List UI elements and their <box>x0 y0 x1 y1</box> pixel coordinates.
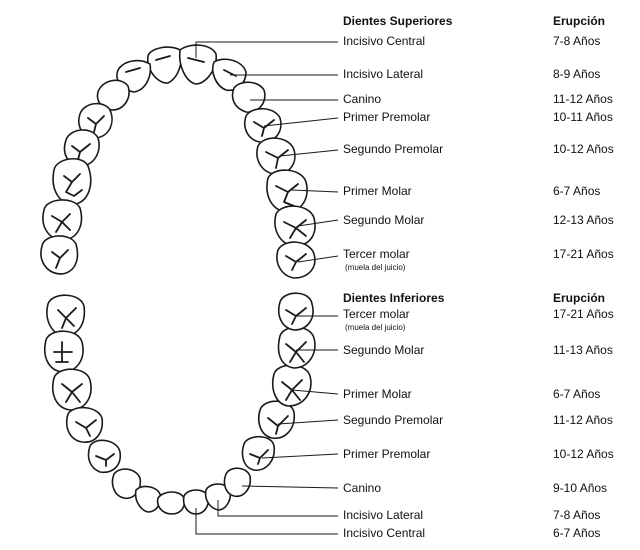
lower-label-third-molar: Tercer molar <box>343 307 410 321</box>
lower-eruption-canine: 9-10 Años <box>553 481 608 495</box>
lower-left-lateral-incisor <box>134 485 162 513</box>
upper-left-second-premolar <box>63 129 100 167</box>
upper-eruption-second-molar: 12-13 Años <box>553 213 614 227</box>
lower-right-third-molar <box>278 292 314 331</box>
lower-right-first-molar <box>272 364 312 407</box>
lower-right-second-premolar <box>257 400 296 439</box>
lower-right-first-premolar <box>241 435 276 471</box>
lower-eruption-lateral-incisor: 7-8 Años <box>553 508 601 522</box>
upper-label-lateral-incisor: Incisivo Lateral <box>343 67 424 81</box>
lower-right-second-molar <box>277 326 316 369</box>
upper-right-second-molar <box>274 205 316 247</box>
lower-label-first-premolar: Primer Premolar <box>343 447 431 461</box>
lower-eruption-second-molar: 11-13 Años <box>553 343 613 357</box>
upper-left-second-molar <box>42 199 83 241</box>
upper-eruption-first-molar: 6-7 Años <box>553 184 601 198</box>
lower-label-second-molar: Segundo Molar <box>343 343 425 357</box>
upper-label-second-molar: Segundo Molar <box>343 213 425 227</box>
upper-teeth-header: Dientes Superiores <box>343 14 453 28</box>
upper-right-canine <box>231 81 266 113</box>
lower-left-first-premolar <box>87 439 122 474</box>
lower-left-central-incisor <box>156 491 186 515</box>
lower-left-second-premolar <box>66 406 104 443</box>
upper-right-first-premolar <box>244 107 282 143</box>
upper-eruption-first-premolar: 10-11 Años <box>553 110 613 124</box>
lower-label-central-incisor: Incisivo Central <box>343 526 426 540</box>
upper-left-third-molar <box>40 235 79 275</box>
lower-label-lateral-incisor: Incisivo Lateral <box>343 508 424 522</box>
lower-eruption-second-premolar: 11-12 Años <box>553 413 613 427</box>
upper-right-third-molar <box>276 241 316 279</box>
lower-eruption-first-premolar: 10-12 Años <box>553 447 614 461</box>
upper-eruption-central-incisor: 7-8 Años <box>553 34 601 48</box>
lower-right-central-incisor <box>182 489 210 515</box>
upper-eruption-third-molar: 17-21 Años <box>553 247 614 261</box>
lower-left-second-molar <box>44 330 84 373</box>
upper-label-canine: Canino <box>343 92 382 106</box>
upper-eruption-canine: 11-12 Años <box>553 92 613 106</box>
lower-right-canine <box>223 467 252 498</box>
upper-label-first-premolar: Primer Premolar <box>343 110 431 124</box>
upper-label-first-molar: Primer Molar <box>343 184 412 198</box>
lower-label-second-premolar: Segundo Premolar <box>343 413 444 427</box>
lower-left-third-molar <box>46 294 86 337</box>
upper-left-first-molar <box>52 158 92 205</box>
upper-label-central-incisor: Incisivo Central <box>343 34 426 48</box>
upper-note-third-molar: (muela del juicio) <box>345 263 406 272</box>
lower-note-third-molar: (muela del juicio) <box>345 323 406 332</box>
lower-teeth-header: Dientes Inferiores <box>343 291 445 305</box>
lower-eruption-central-incisor: 6-7 Años <box>553 526 601 540</box>
upper-right-central-incisor <box>178 44 217 85</box>
upper-eruption-lateral-incisor: 8-9 Años <box>553 67 601 81</box>
upper-left-central-incisor <box>147 46 183 84</box>
upper-eruption-second-premolar: 10-12 Años <box>553 142 614 156</box>
lower-eruption-header: Erupción <box>553 291 606 305</box>
upper-right-second-premolar <box>256 137 296 175</box>
lower-right-lateral-incisor <box>204 483 232 511</box>
upper-eruption-header: Erupción <box>553 14 606 28</box>
upper-label-second-premolar: Segundo Premolar <box>343 142 444 156</box>
lower-eruption-third-molar: 17-21 Años <box>553 307 614 321</box>
upper-right-first-molar <box>266 169 308 213</box>
lower-label-canine: Canino <box>343 481 382 495</box>
upper-leader-lines <box>195 41 339 263</box>
lower-leader-lines <box>195 315 339 535</box>
lower-left-first-molar <box>52 368 92 411</box>
lower-label-first-molar: Primer Molar <box>343 387 412 401</box>
lower-eruption-first-molar: 6-7 Años <box>553 387 601 401</box>
upper-label-third-molar: Tercer molar <box>343 247 410 261</box>
